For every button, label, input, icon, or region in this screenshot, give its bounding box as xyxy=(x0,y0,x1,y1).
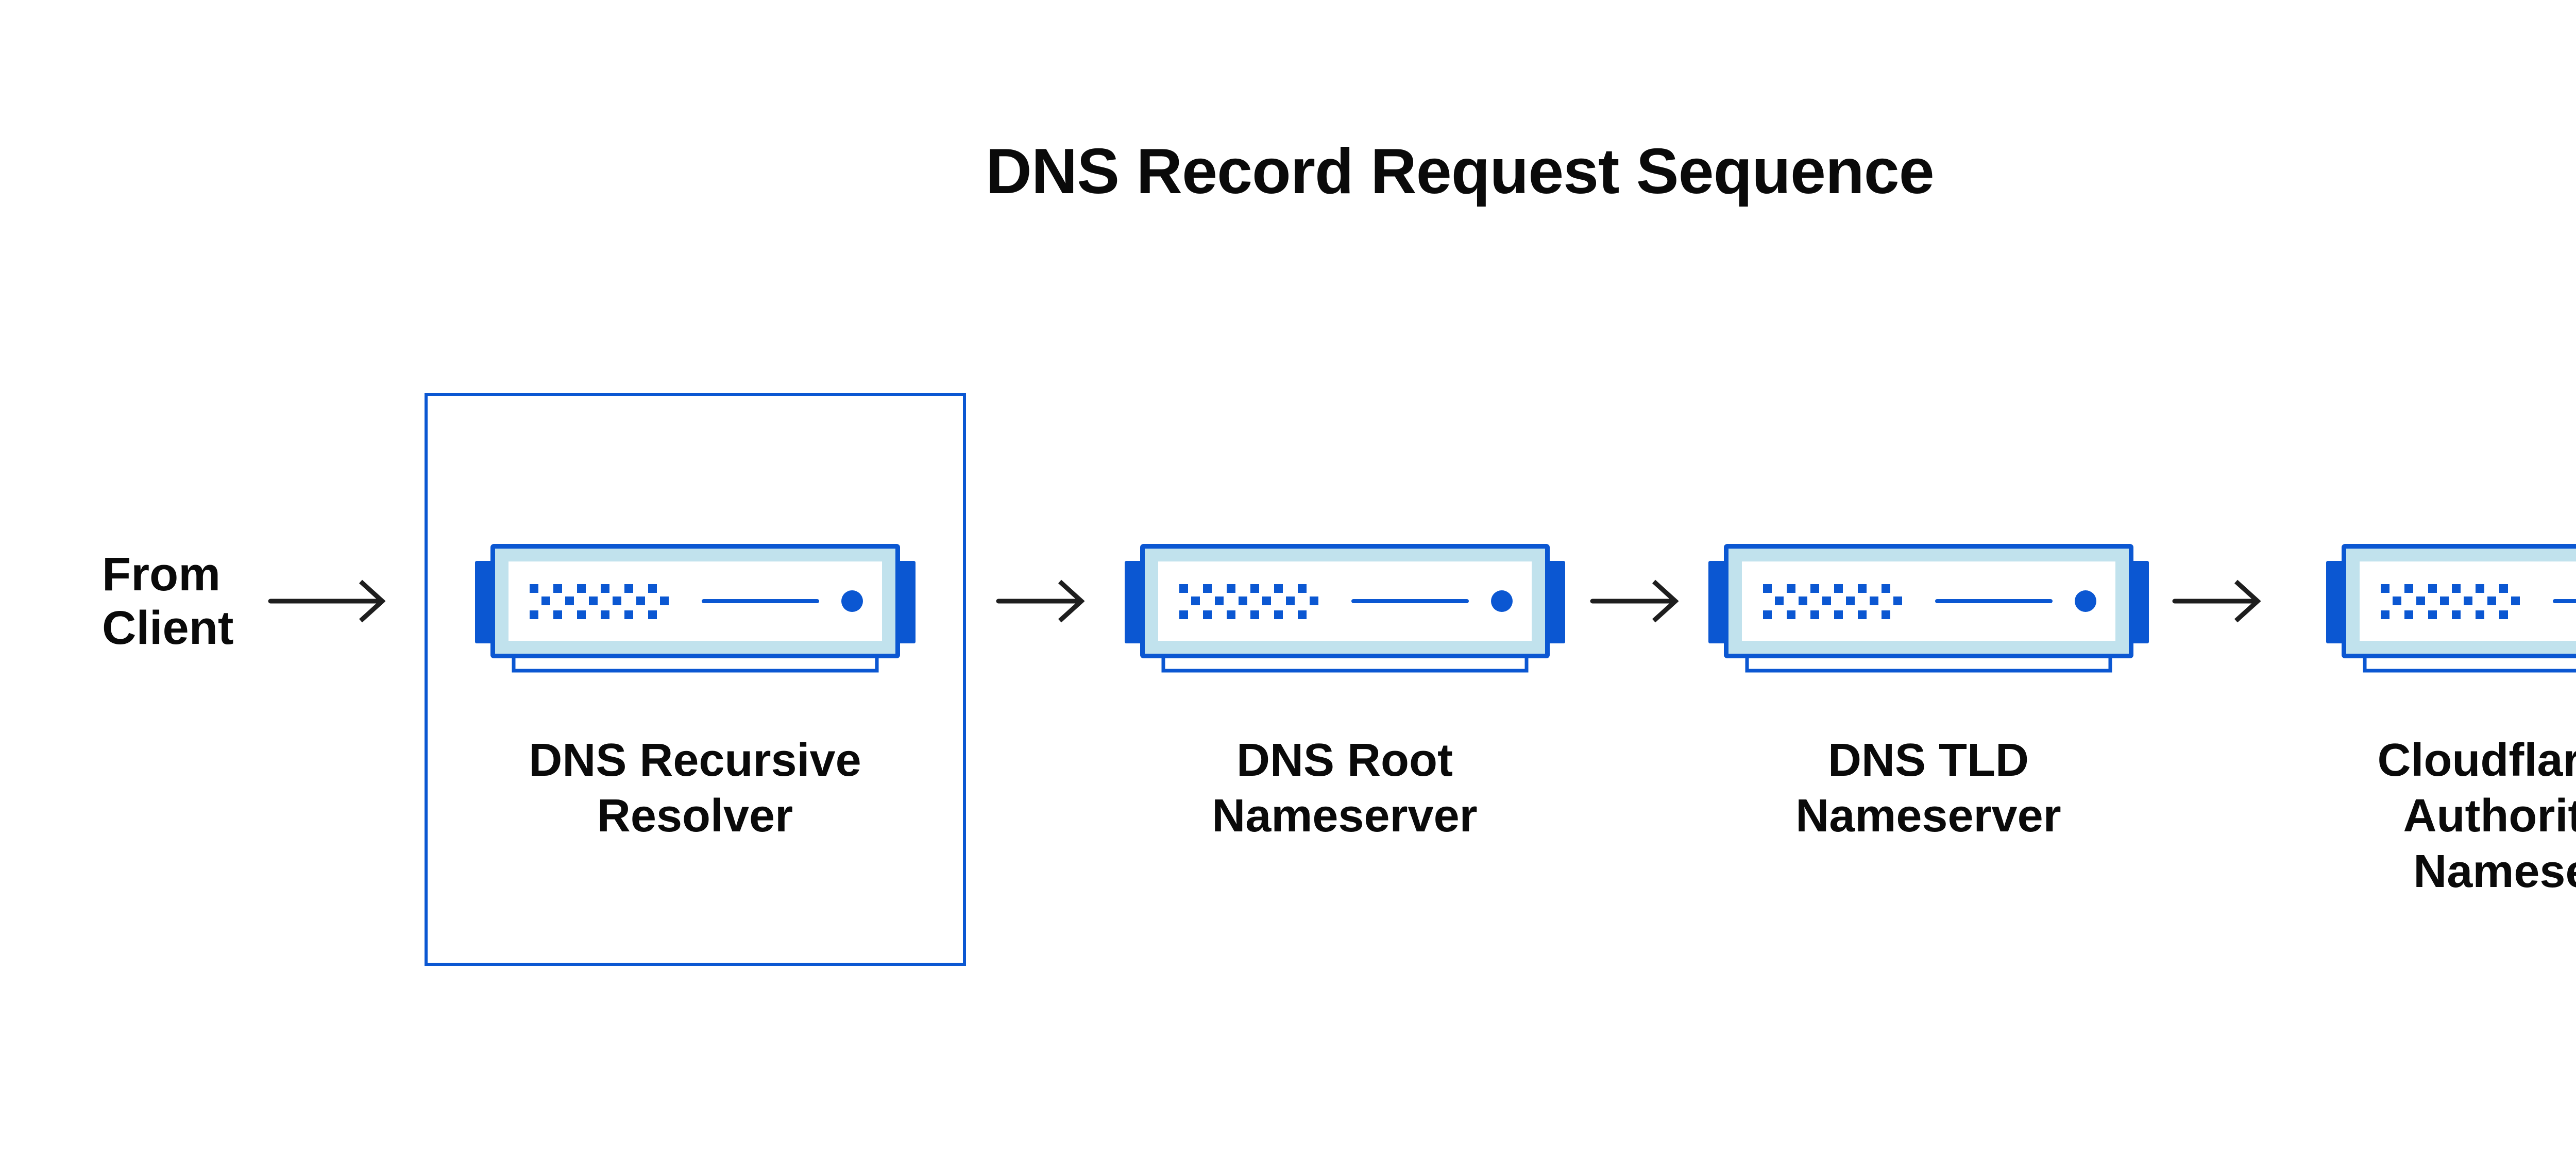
node-label-dns-tld-nameserver: DNS TLD Nameserver xyxy=(1795,735,2061,842)
server-icon xyxy=(475,544,916,675)
node-label-dns-root-nameserver: DNS Root Nameserver xyxy=(1212,735,1478,842)
flow-arrow xyxy=(268,580,385,623)
server-icon xyxy=(1708,544,2149,675)
flow-arrow xyxy=(1590,580,1679,623)
server-icon xyxy=(1125,544,1565,675)
node-label-cloudflare-authoritative-nameserver: Cloudflare.com Authoritative Nameserver xyxy=(2377,735,2576,897)
flow-arrow xyxy=(2172,580,2261,623)
page-title: DNS Record Request Sequence xyxy=(986,136,1934,207)
highlight-box xyxy=(425,393,966,966)
from-client-label: From Client xyxy=(102,548,234,654)
server-icon xyxy=(2326,544,2576,675)
flow-arrow xyxy=(996,580,1084,623)
node-label-dns-recursive-resolver: DNS Recursive Resolver xyxy=(529,735,861,842)
